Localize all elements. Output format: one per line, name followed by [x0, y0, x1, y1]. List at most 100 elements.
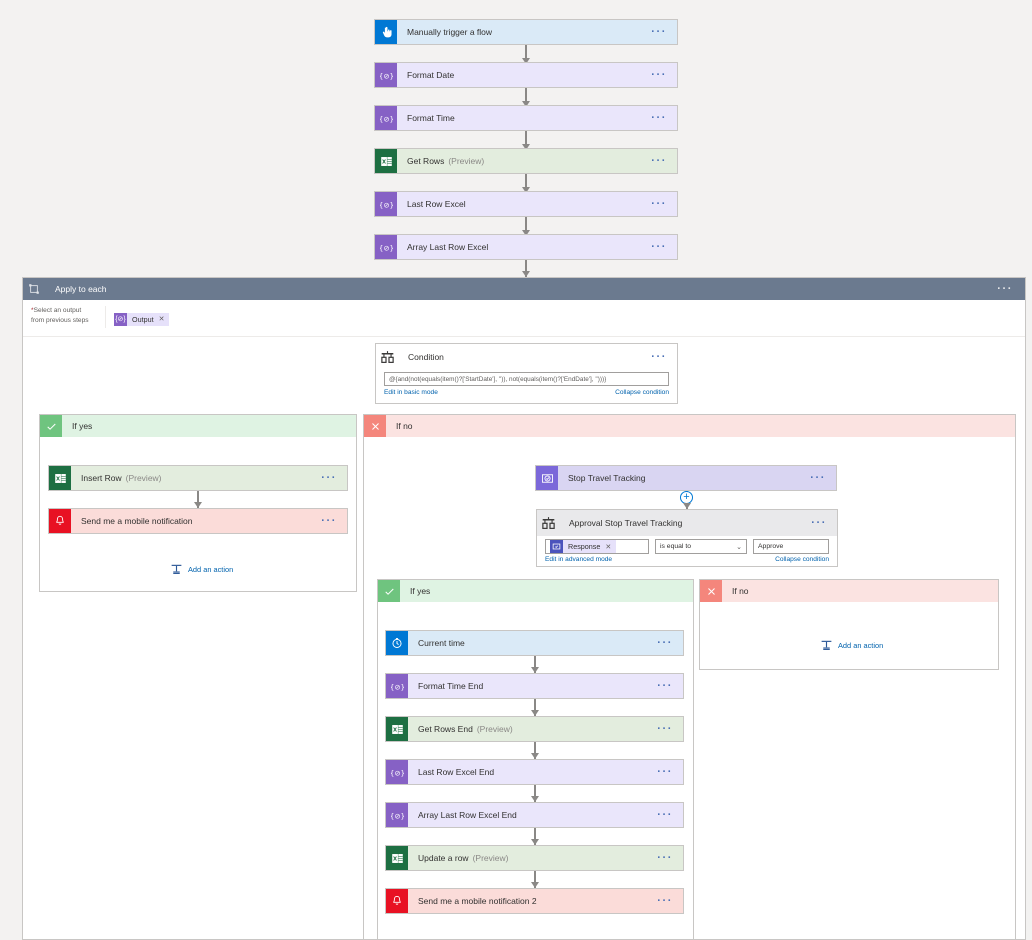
- edit-in-advanced-mode-link[interactable]: Edit in advanced mode: [545, 556, 613, 563]
- scope-parameter-label-line1: Select an output: [33, 307, 82, 314]
- action-card-format-time-end[interactable]: {⊘} Format Time End ···: [385, 673, 684, 699]
- action-card-stop-travel-tracking[interactable]: Stop Travel Tracking ···: [535, 465, 837, 491]
- condition-expression-input[interactable]: @{and(not(equals(item()?['StartDate'], '…: [384, 372, 669, 386]
- action-card-get-rows[interactable]: X Get Rows (Preview) ···: [374, 148, 678, 174]
- branch-header: If no: [700, 580, 998, 602]
- connector-arrow-icon: [521, 144, 530, 150]
- condition-right-operand-input[interactable]: Approve: [753, 539, 829, 554]
- card-menu-button[interactable]: ···: [321, 472, 337, 484]
- card-menu-button[interactable]: ···: [657, 809, 673, 821]
- card-menu-button[interactable]: ···: [657, 680, 673, 692]
- card-body: Format Time End: [408, 674, 647, 698]
- card-body: Send me a mobile notification: [71, 509, 311, 533]
- card-menu-button[interactable]: ···: [651, 26, 667, 38]
- condition-links: Edit in advanced mode Collapse condition: [537, 554, 837, 567]
- condition-operator-dropdown[interactable]: is equal to ⌄: [655, 539, 747, 554]
- condition-left-operand[interactable]: Response ✕: [545, 539, 649, 554]
- token-response[interactable]: Response ✕: [550, 540, 617, 553]
- card-menu-button[interactable]: ···: [651, 241, 667, 253]
- condition-expression-value: @{and(not(equals(item()?['StartDate'], '…: [389, 375, 607, 383]
- add-an-action-button-no-inner[interactable]: Add an action: [820, 639, 883, 652]
- action-card-get-rows-end[interactable]: X Get Rows End (Preview) ···: [385, 716, 684, 742]
- connector-arrow-icon: [530, 882, 539, 888]
- card-body: Current time: [408, 631, 647, 655]
- card-body: Get Rows End (Preview): [408, 717, 647, 741]
- token-remove-icon[interactable]: ✕: [605, 543, 612, 551]
- action-card-format-date[interactable]: {⊘} Format Date ···: [374, 62, 678, 88]
- expression-icon: {⊘}: [375, 63, 397, 87]
- action-card-send-me-a-mobile-notification-2[interactable]: Send me a mobile notification 2 ···: [385, 888, 684, 914]
- edit-in-basic-mode-link[interactable]: Edit in basic mode: [384, 389, 438, 396]
- card-title: Get Rows: [407, 156, 445, 166]
- card-menu-button[interactable]: ···: [657, 895, 673, 907]
- scope-header[interactable]: Apply to each ···: [23, 278, 1025, 300]
- action-card-insert-row[interactable]: X Insert Row (Preview) ···: [48, 465, 348, 491]
- connector: [534, 828, 536, 845]
- excel-icon: X: [386, 717, 408, 741]
- card-menu-button[interactable]: ···: [810, 472, 826, 484]
- action-card-array-last-row-excel[interactable]: {⊘} Array Last Row Excel ···: [374, 234, 678, 260]
- card-menu-button[interactable]: ···: [651, 155, 667, 167]
- card-title: Manually trigger a flow: [407, 27, 493, 37]
- connector: [534, 871, 536, 888]
- expression-icon: {⊘}: [386, 760, 408, 784]
- excel-icon: X: [386, 846, 408, 870]
- card-title: Last Row Excel: [407, 199, 466, 209]
- action-card-current-time[interactable]: Current time ···: [385, 630, 684, 656]
- condition-icon: [537, 511, 559, 535]
- connector: [534, 656, 536, 673]
- card-menu-button[interactable]: ···: [651, 112, 667, 124]
- connector: [525, 88, 527, 108]
- connector: [534, 742, 536, 759]
- condition-header[interactable]: Approval Stop Travel Tracking ···: [537, 510, 837, 536]
- action-card-array-last-row-excel-end[interactable]: {⊘} Array Last Row Excel End ···: [385, 802, 684, 828]
- card-menu-button[interactable]: ···: [651, 198, 667, 210]
- connector-arrow-icon: [530, 839, 539, 845]
- connector-arrow-icon: [521, 230, 530, 236]
- card-menu-button[interactable]: ···: [657, 637, 673, 649]
- condition-header[interactable]: Condition ···: [376, 344, 677, 370]
- approval-icon: [536, 466, 558, 490]
- expression-icon: {⊘}: [386, 674, 408, 698]
- svg-text:{⊘}: {⊘}: [380, 71, 393, 80]
- condition-menu-button[interactable]: ···: [811, 517, 827, 529]
- card-title: Format Time End: [418, 681, 484, 691]
- condition-title: Condition: [408, 352, 444, 362]
- action-card-last-row-excel[interactable]: {⊘} Last Row Excel ···: [374, 191, 678, 217]
- token-output[interactable]: {⊘} Output ✕: [114, 312, 170, 326]
- card-body: Insert Row (Preview): [71, 466, 311, 490]
- excel-icon: X: [375, 149, 397, 173]
- expression-icon: {⊘}: [375, 235, 397, 259]
- action-card-format-time[interactable]: {⊘} Format Time ···: [374, 105, 678, 131]
- add-an-action-button-yes-outer[interactable]: Add an action: [170, 563, 233, 576]
- chevron-down-icon: ⌄: [736, 543, 742, 551]
- connector-arrow-icon: [530, 753, 539, 759]
- foreach-loop-icon: [23, 278, 45, 300]
- scope-parameter-label: *Select an output from previous steps: [31, 306, 105, 325]
- collapse-condition-link[interactable]: Collapse condition: [775, 556, 829, 563]
- card-title: Current time: [418, 638, 465, 648]
- connector: [525, 45, 527, 65]
- token-remove-icon[interactable]: ✕: [158, 316, 165, 323]
- approval-token-icon: [550, 540, 563, 553]
- scope-menu-button[interactable]: ···: [997, 283, 1013, 295]
- action-card-update-a-row[interactable]: X Update a row (Preview) ···: [385, 845, 684, 871]
- card-menu-button[interactable]: ···: [651, 69, 667, 81]
- card-menu-button[interactable]: ···: [657, 766, 673, 778]
- action-card-send-me-a-mobile-notification[interactable]: Send me a mobile notification ···: [48, 508, 348, 534]
- card-menu-button[interactable]: ···: [657, 723, 673, 735]
- expression-icon: {⊘}: [386, 803, 408, 827]
- svg-text:{⊘}: {⊘}: [391, 682, 404, 691]
- action-card-last-row-excel-end[interactable]: {⊘} Last Row Excel End ···: [385, 759, 684, 785]
- scope-output-field[interactable]: {⊘} Output ✕: [105, 306, 1025, 328]
- scope-parameter-label-line2: from previous steps: [31, 316, 89, 324]
- action-card-manually-trigger-a-flow[interactable]: Manually trigger a flow ···: [374, 19, 678, 45]
- card-menu-button[interactable]: ···: [657, 852, 673, 864]
- svg-text:{⊘}: {⊘}: [391, 768, 404, 777]
- condition-menu-button[interactable]: ···: [651, 351, 667, 363]
- card-menu-button[interactable]: ···: [321, 515, 337, 527]
- card-subtitle: (Preview): [472, 853, 509, 863]
- collapse-condition-link[interactable]: Collapse condition: [615, 389, 669, 396]
- add-action-label: Add an action: [838, 641, 884, 650]
- card-title: Send me a mobile notification 2: [418, 896, 537, 906]
